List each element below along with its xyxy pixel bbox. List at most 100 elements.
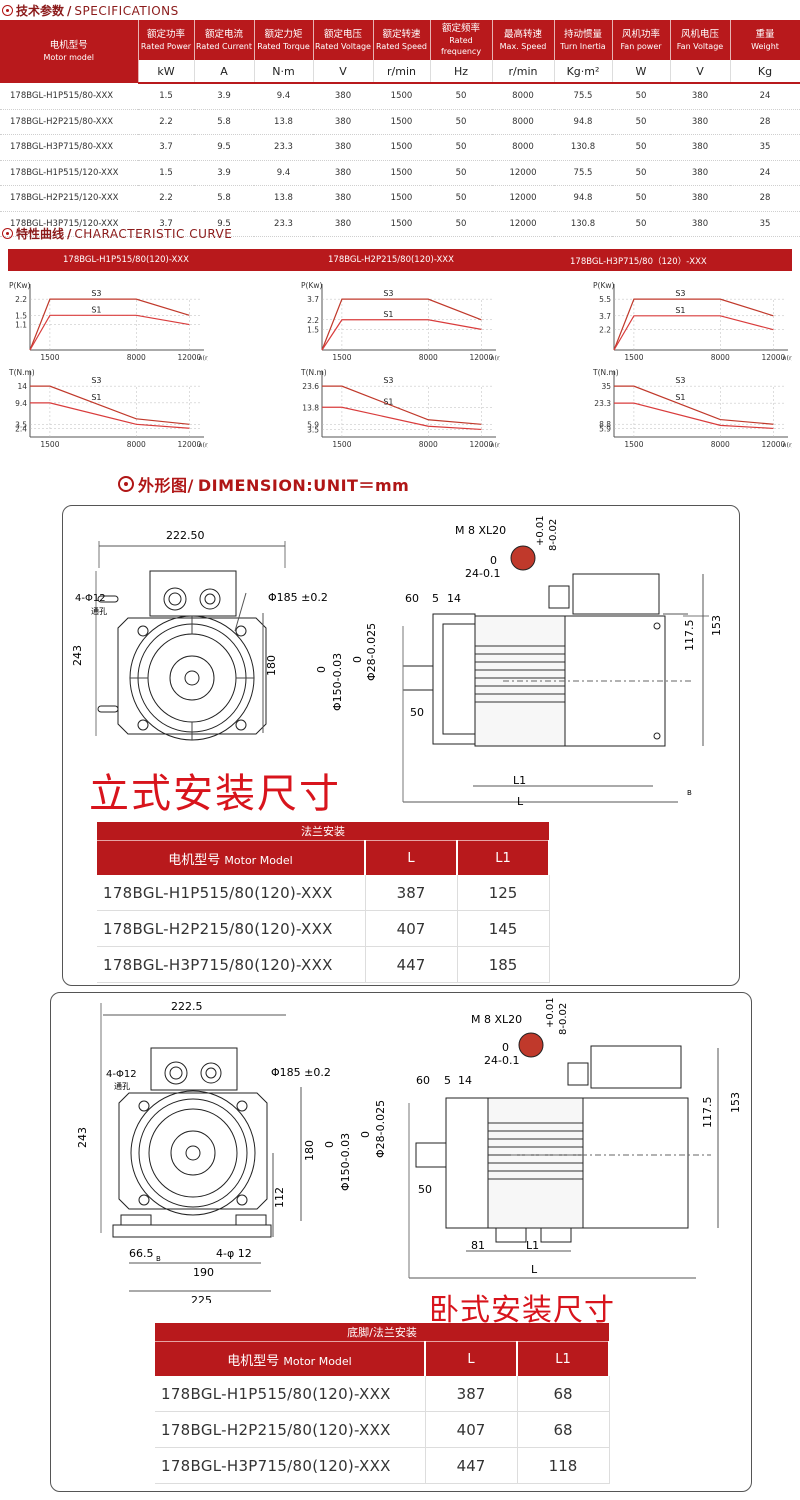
motor-model-cell: 178BGL-H2P215/80(120)-XXX <box>97 910 366 947</box>
svg-text:L: L <box>531 1263 538 1276</box>
curve-model-1: 178BGL-H1P515/80(120)-XXX <box>63 255 189 265</box>
y-tick-label: 1.1 <box>15 321 27 330</box>
dim-180: 180 <box>265 655 278 676</box>
svg-text:L1: L1 <box>526 1239 539 1252</box>
y-tick-label: 5.9 <box>599 424 611 433</box>
specs-title: 技术参数/SPECIFICATIONS <box>2 2 179 19</box>
motor-model-cell: 178BGL-H3P715/80-XXX <box>0 134 138 161</box>
x-tick-label: 8000 <box>711 353 730 362</box>
x-axis-label: n(r/min) <box>782 354 792 362</box>
spec-value-cell: 8000 <box>492 134 554 161</box>
x-tick-label: 1500 <box>332 353 351 362</box>
x-axis-label: n(r/min) <box>198 441 208 449</box>
spec-value-cell: 35 <box>730 211 800 237</box>
y-tick-label: 23.6 <box>302 382 319 391</box>
spec-value-cell: 380 <box>313 134 373 161</box>
svg-text:4-φ 12: 4-φ 12 <box>216 1247 252 1260</box>
spec-value-cell: 8000 <box>492 83 554 110</box>
y-tick-label: 2.2 <box>307 316 319 325</box>
spec-unit: Hz <box>430 60 493 84</box>
horizontal-mount-drawing: 222.5 4-Φ12 通孔 Φ185 ±0.2 243 180 112 66.… <box>76 997 742 1303</box>
x-tick-label: 8000 <box>419 440 438 449</box>
series-label-s1: S1 <box>91 305 101 314</box>
series-line-s1 <box>613 315 774 351</box>
svg-text:0: 0 <box>502 1041 509 1054</box>
svg-text:Φ150-0.03: Φ150-0.03 <box>339 1133 352 1191</box>
y-tick-label: 13.8 <box>302 403 319 412</box>
svg-text:117.5: 117.5 <box>701 1097 714 1129</box>
spec-value-cell: 380 <box>670 185 730 212</box>
y-tick-label: 2.2 <box>15 295 27 304</box>
svg-text:0: 0 <box>323 1141 336 1148</box>
y-tick-label: 3.5 <box>307 425 319 434</box>
svg-text:153: 153 <box>729 1092 742 1113</box>
motor-model-cell: 178BGL-H1P515/80(120)-XXX <box>155 1376 426 1412</box>
svg-text:B: B <box>687 789 692 797</box>
x-axis-label: n(r/min) <box>490 354 500 362</box>
spec-value-cell: 1500 <box>373 109 430 135</box>
curve-model-3: 178BGL-H3P715/80（120）-XXX <box>570 257 707 267</box>
spec-value-cell: 50 <box>430 83 492 110</box>
motor-model-cell: 178BGL-H3P715/120-XXX <box>0 211 138 237</box>
dimension-value-cell: 118 <box>517 1447 610 1484</box>
svg-text:5: 5 <box>444 1074 451 1087</box>
svg-text:M 8 XL20: M 8 XL20 <box>455 524 506 537</box>
circle-dot-icon <box>118 476 134 492</box>
dimension-value-cell: 68 <box>517 1411 610 1448</box>
svg-text:190: 190 <box>193 1266 214 1279</box>
svg-text:50: 50 <box>410 706 424 719</box>
spec-value-cell: 12000 <box>492 211 554 237</box>
svg-text:0: 0 <box>315 666 328 673</box>
spec-value-cell: 3.9 <box>194 83 254 110</box>
spec-value-cell: 24 <box>730 83 800 110</box>
spec-value-cell: 380 <box>313 185 373 212</box>
svg-text:81: 81 <box>471 1239 485 1252</box>
curve-model-2: 178BGL-H2P215/80(120)-XXX <box>328 255 454 265</box>
series-line-s1 <box>30 402 190 429</box>
series-label-s3: S3 <box>675 376 685 385</box>
spec-value-cell: 380 <box>670 109 730 135</box>
spec-value-cell: 9.4 <box>254 160 313 186</box>
svg-text:112: 112 <box>273 1187 286 1208</box>
curves-title: 特性曲线/CHARACTERISTIC CURVE <box>2 225 232 242</box>
spec-value-cell: 50 <box>612 211 670 237</box>
spec-value-cell: 1.5 <box>138 83 194 110</box>
spec-value-cell: 380 <box>313 160 373 186</box>
characteristic-chart-5: T(N.m)23.613.85.93.51500800012000n(r/min… <box>300 368 500 449</box>
svg-text:117.5: 117.5 <box>683 620 696 652</box>
dim-holes: 4-Φ12 <box>75 593 106 604</box>
y-tick-label: 3.7 <box>307 295 319 304</box>
svg-text:66.5: 66.5 <box>129 1247 154 1260</box>
x-tick-label: 8000 <box>127 440 146 449</box>
spec-unit: Kg·m² <box>554 60 613 84</box>
spec-value-cell: 3.7 <box>138 211 194 237</box>
series-line-s1 <box>614 402 774 430</box>
series-line-s3 <box>29 298 190 351</box>
series-line-s3 <box>322 385 482 425</box>
spec-value-cell: 2.2 <box>138 109 194 135</box>
spec-value-cell: 8000 <box>492 109 554 135</box>
spec-value-cell: 94.8 <box>554 185 612 212</box>
spec-value-cell: 13.8 <box>254 185 313 212</box>
spec-value-cell: 130.8 <box>554 134 612 161</box>
svg-text:24-0.1: 24-0.1 <box>465 567 500 580</box>
spec-value-cell: 1500 <box>373 160 430 186</box>
svg-text:0: 0 <box>359 1131 372 1138</box>
spec-value-cell: 50 <box>612 83 670 110</box>
x-tick-label: 12000 <box>177 353 201 362</box>
vertical-mount-label: 立式安装尺寸 <box>89 771 341 817</box>
svg-text:8-0.02: 8-0.02 <box>558 1003 569 1035</box>
dimension-title: 外形图/DIMENSION:UNIT＝mm <box>118 472 409 496</box>
dimension-value-cell: 185 <box>457 946 550 983</box>
series-line-s3 <box>321 298 482 351</box>
y-tick-label: 35 <box>601 382 611 391</box>
horizontal-dimension-table: 底脚/法兰安装 电机型号 Motor Model L L1 178BGL-H1P… <box>155 1323 610 1484</box>
svg-text:L: L <box>517 795 524 806</box>
x-axis-label: n(r/min) <box>782 441 792 449</box>
